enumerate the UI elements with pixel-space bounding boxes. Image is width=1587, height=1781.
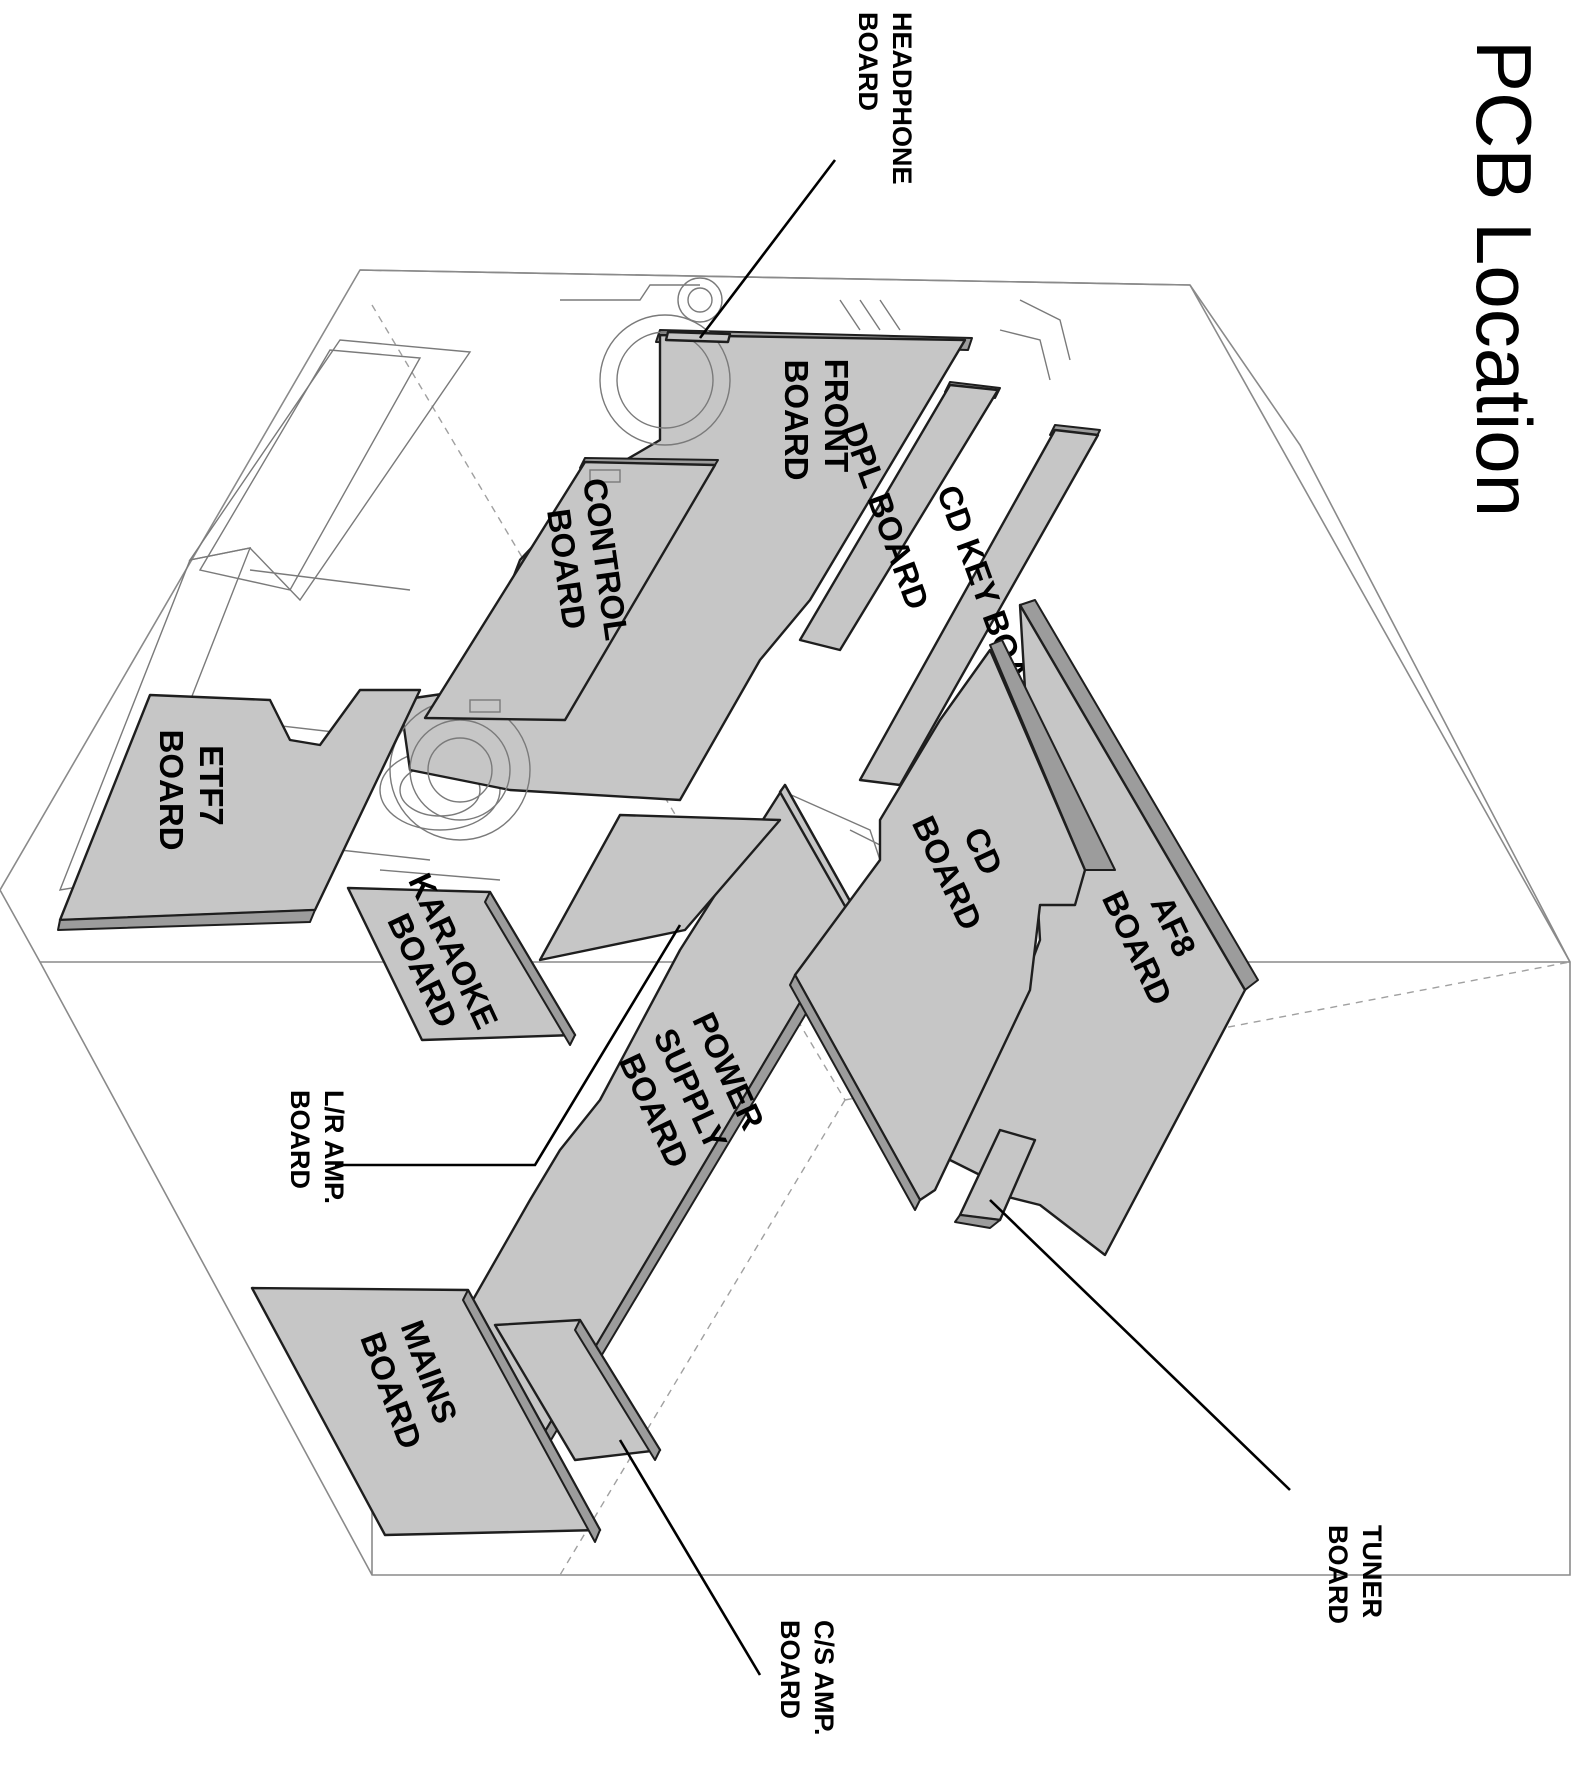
leader-tuner xyxy=(989,1199,1291,1491)
callout-lr-amp-board: L/R AMP. BOARD xyxy=(285,1090,349,1212)
board-power-supply: POWER SUPPLY BOARD xyxy=(448,783,863,1451)
board-control: CONTROL BOARD xyxy=(423,457,719,722)
board-label-front: FRONT BOARD xyxy=(778,359,855,482)
board-tuner xyxy=(954,1128,1037,1229)
leader-lines xyxy=(335,159,1291,1676)
board-cd: CD BOARD xyxy=(789,639,1116,1211)
board-headphone xyxy=(664,330,732,344)
callout-cs-amp-board: C/S AMP. BOARD xyxy=(775,1620,839,1743)
board-cs-amp xyxy=(493,1318,662,1462)
board-karaoke: KARAOKE BOARD xyxy=(346,868,577,1046)
board-label-etf7: ETF7 BOARD xyxy=(153,730,230,851)
leader-lr-amp xyxy=(335,924,682,1167)
callout-tuner-board: TUNER BOARD xyxy=(1323,1525,1387,1626)
leader-headphone xyxy=(698,159,837,339)
board-af8: AF8 BOARD xyxy=(933,599,1259,1257)
callout-headphone-board: HEADPHONE BOARD xyxy=(853,12,917,192)
board-lr-amp xyxy=(538,813,782,962)
leader-cs-amp xyxy=(618,1439,762,1676)
board-mains: MAINS BOARD xyxy=(250,1286,602,1543)
board-etf7: ETF7 BOARD xyxy=(57,688,422,931)
page-title: PCB Location xyxy=(1460,40,1548,517)
